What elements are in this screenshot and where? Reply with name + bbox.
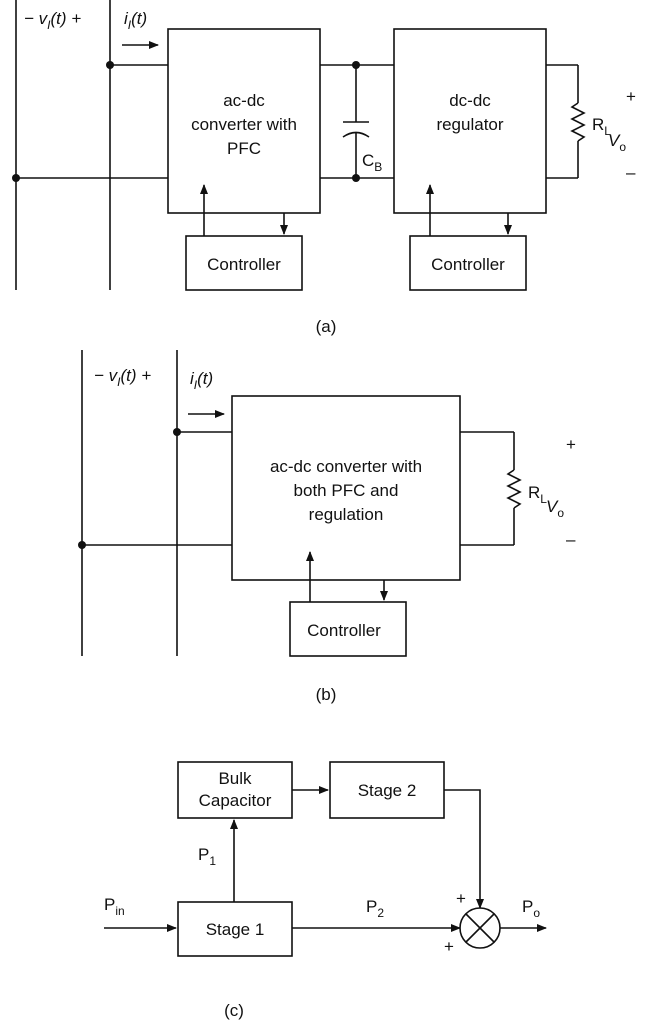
controller-block-left [185, 235, 303, 291]
sum-plus-top: + [456, 889, 466, 908]
dc-dc-regulator-block [393, 28, 547, 214]
bulk-label-line: Capacitor [199, 791, 272, 810]
controller-block-right [409, 235, 527, 291]
controller-label: Controller [307, 621, 381, 640]
junction-dot [173, 428, 181, 436]
po-label: Po [522, 897, 540, 920]
junction-dot [352, 61, 360, 69]
stage-2-block [329, 761, 445, 819]
current-label: iI(t) [124, 9, 147, 32]
converter-label-line: both PFC and [294, 481, 399, 500]
load-resistor-b [506, 469, 522, 509]
junction-dot [352, 174, 360, 182]
output-minus: – [626, 163, 636, 182]
load-resistor-a [570, 102, 586, 142]
converter-label-line: converter with [191, 115, 297, 134]
sum-plus-left: + [444, 937, 454, 956]
figure-b: − vI(t) + iI(t) ac-dc converter with bot… [78, 350, 576, 704]
controller-label: Controller [207, 255, 281, 274]
converter-label-line: PFC [227, 139, 261, 158]
pin-label: Pin [104, 895, 125, 918]
converter-label-line: regulation [309, 505, 384, 524]
bulk-capacitor-block [177, 761, 293, 819]
bulk-label-line: Bulk [218, 769, 252, 788]
stage-1-block [177, 901, 293, 957]
output-minus: – [566, 530, 576, 549]
summing-junction-cross [465, 913, 495, 943]
figure-c: Bulk Capacitor Stage 2 Stage 1 P1 P2 Pin… [104, 761, 547, 1020]
output-voltage-label: Vo [546, 497, 564, 520]
figure-a: − vI(t) + iI(t) ac-dc converter with PFC… [12, 0, 636, 336]
regulator-label-line: regulator [436, 115, 503, 134]
stage-1-label: Stage 1 [206, 920, 265, 939]
caption-b: (b) [316, 685, 337, 704]
capacitor-label: CB [362, 151, 382, 174]
controller-block [289, 601, 407, 657]
current-label: iI(t) [190, 369, 213, 392]
junction-dot [106, 61, 114, 69]
arrow-stage2-to-sum [444, 789, 484, 909]
regulator-label-line: dc-dc [449, 91, 491, 110]
load-label: RL [592, 115, 611, 138]
ac-dc-converter-block [167, 28, 321, 214]
caption-a: (a) [316, 317, 337, 336]
caption-c: (c) [224, 1001, 244, 1020]
p1-label: P1 [198, 845, 216, 868]
p2-label: P2 [366, 897, 384, 920]
source-voltage-label: − vI(t) + [94, 366, 151, 389]
output-plus: + [626, 87, 636, 106]
junction-dot [12, 174, 20, 182]
summing-junction [459, 907, 501, 949]
source-voltage-label: − vI(t) + [24, 9, 81, 32]
converter-label-line: ac-dc [223, 91, 265, 110]
stage-2-label: Stage 2 [358, 781, 417, 800]
converter-label-line: ac-dc converter with [270, 457, 422, 476]
junction-dot [78, 541, 86, 549]
load-label: RL [528, 483, 547, 506]
output-voltage-label: Vo [608, 131, 626, 154]
controller-label: Controller [431, 255, 505, 274]
ac-dc-converter-pfc-regulation-block [231, 395, 461, 581]
output-plus: + [566, 435, 576, 454]
